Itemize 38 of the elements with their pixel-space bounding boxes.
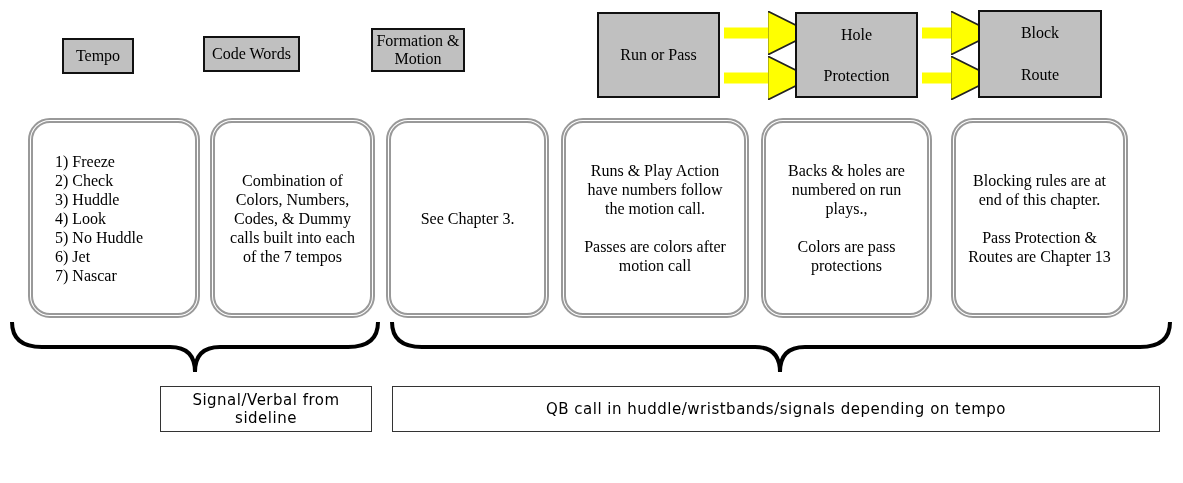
- rounded-card: [386, 118, 549, 318]
- card-text: Runs & Play Action have numbers follow the motion call.: [586, 161, 724, 218]
- card-text: Pass Protection & Routes are Chapter 13: [967, 227, 1112, 266]
- rounded-card: [951, 118, 1128, 318]
- list-item: 1) Freeze: [55, 151, 115, 171]
- card-text: Passes are colors after motion call: [583, 237, 727, 275]
- box-label: Block: [1020, 24, 1060, 42]
- rounded-card: [761, 118, 932, 318]
- card-text: See Chapter 3.: [420, 208, 515, 228]
- box-label: QB call in huddle/wristbands/signals depending on tempo: [545, 400, 1007, 418]
- card-text: Colors are pass protections: [796, 237, 897, 275]
- box-label: Hole: [840, 25, 873, 44]
- card-text: Combination of Colors, Numbers, Codes, & Dummy calls built into each of the 7 tempos: [229, 170, 356, 266]
- caption-box: [160, 386, 372, 432]
- list-item: 4) Look: [55, 209, 107, 228]
- box-label: Tempo: [75, 47, 121, 65]
- box-label: Route: [1020, 66, 1060, 84]
- rounded-card: [561, 118, 749, 318]
- label-box: [978, 10, 1102, 98]
- list-item: 2) Check: [55, 171, 114, 190]
- list-item: 7) Nascar: [55, 266, 117, 285]
- rounded-card: [210, 118, 375, 318]
- card-text: Backs & holes are numbered on run plays.,: [787, 161, 906, 218]
- list-item: 6) Jet: [55, 247, 91, 266]
- box-label: Protection: [823, 66, 890, 85]
- label-box: [62, 38, 134, 74]
- list-item: 3) Huddle: [55, 190, 120, 209]
- box-label: Signal/Verbal from sideline: [191, 391, 341, 427]
- box-label: Formation & Motion: [375, 32, 461, 68]
- label-box: [597, 12, 720, 98]
- card-text: Blocking rules are at end of this chapter.: [972, 170, 1107, 209]
- label-box: [203, 36, 300, 72]
- caption-box: [392, 386, 1160, 432]
- box-label: Code Words: [212, 45, 291, 63]
- rounded-card: [28, 118, 200, 318]
- list-item: 5) No Huddle: [55, 228, 143, 247]
- label-box: [795, 12, 918, 98]
- box-label: Run or Pass: [620, 46, 697, 64]
